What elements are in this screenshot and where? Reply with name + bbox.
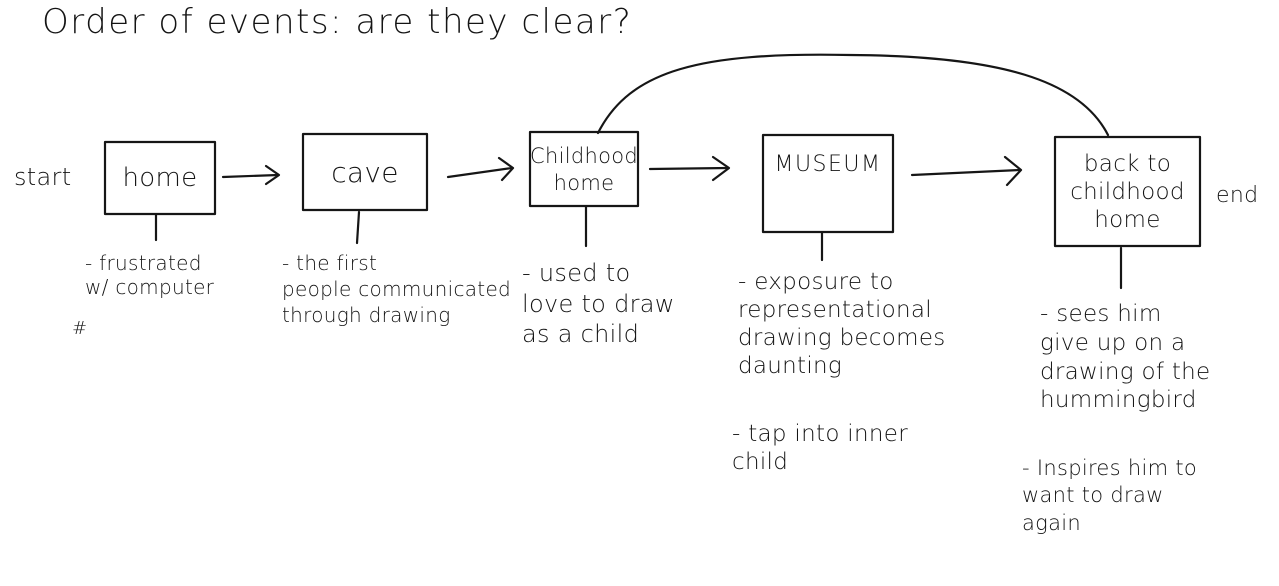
box-back-to-childhood-home [1053,135,1202,248]
stray-mark: # [72,318,88,339]
box-museum [761,133,895,234]
box-home [103,140,217,216]
box-cave-label: cave [331,156,399,189]
arrow-home-to-cave [221,164,281,186]
note-childhood-home-1: - used to love to draw as a child [522,259,675,349]
end-label: end [1216,183,1259,208]
box-museum-label: MUSEUM [774,152,882,177]
connection-arc [596,53,1110,137]
start-label: start [14,163,72,191]
box-childhood-home [528,130,640,208]
box-home-label: home [122,163,198,193]
note-back-home-2: - Inspires him to want to draw again [1022,456,1198,535]
arrow-cave-to-childhood-home [446,156,515,182]
note-cave-1: - the first people communicated through … [282,251,512,327]
note-museum-2: - tap into inner child [732,421,908,476]
arrow-childhood-home-to-museum [648,155,731,182]
note-museum-1: - exposure to representational drawing b… [738,269,946,380]
box-childhood-home-label: Childhood home [530,144,639,196]
arrow-museum-to-back-home [910,155,1023,187]
box-cave [301,132,429,212]
note-back-home-1: - sees him give up on a drawing of the h… [1040,301,1211,414]
diagram-title: Order of events: are they clear? [42,2,633,42]
note-home-1: - frustrated w/ computer [85,251,215,299]
stem-cave [355,210,361,245]
box-back-to-childhood-home-label: back to childhood home [1070,151,1185,234]
